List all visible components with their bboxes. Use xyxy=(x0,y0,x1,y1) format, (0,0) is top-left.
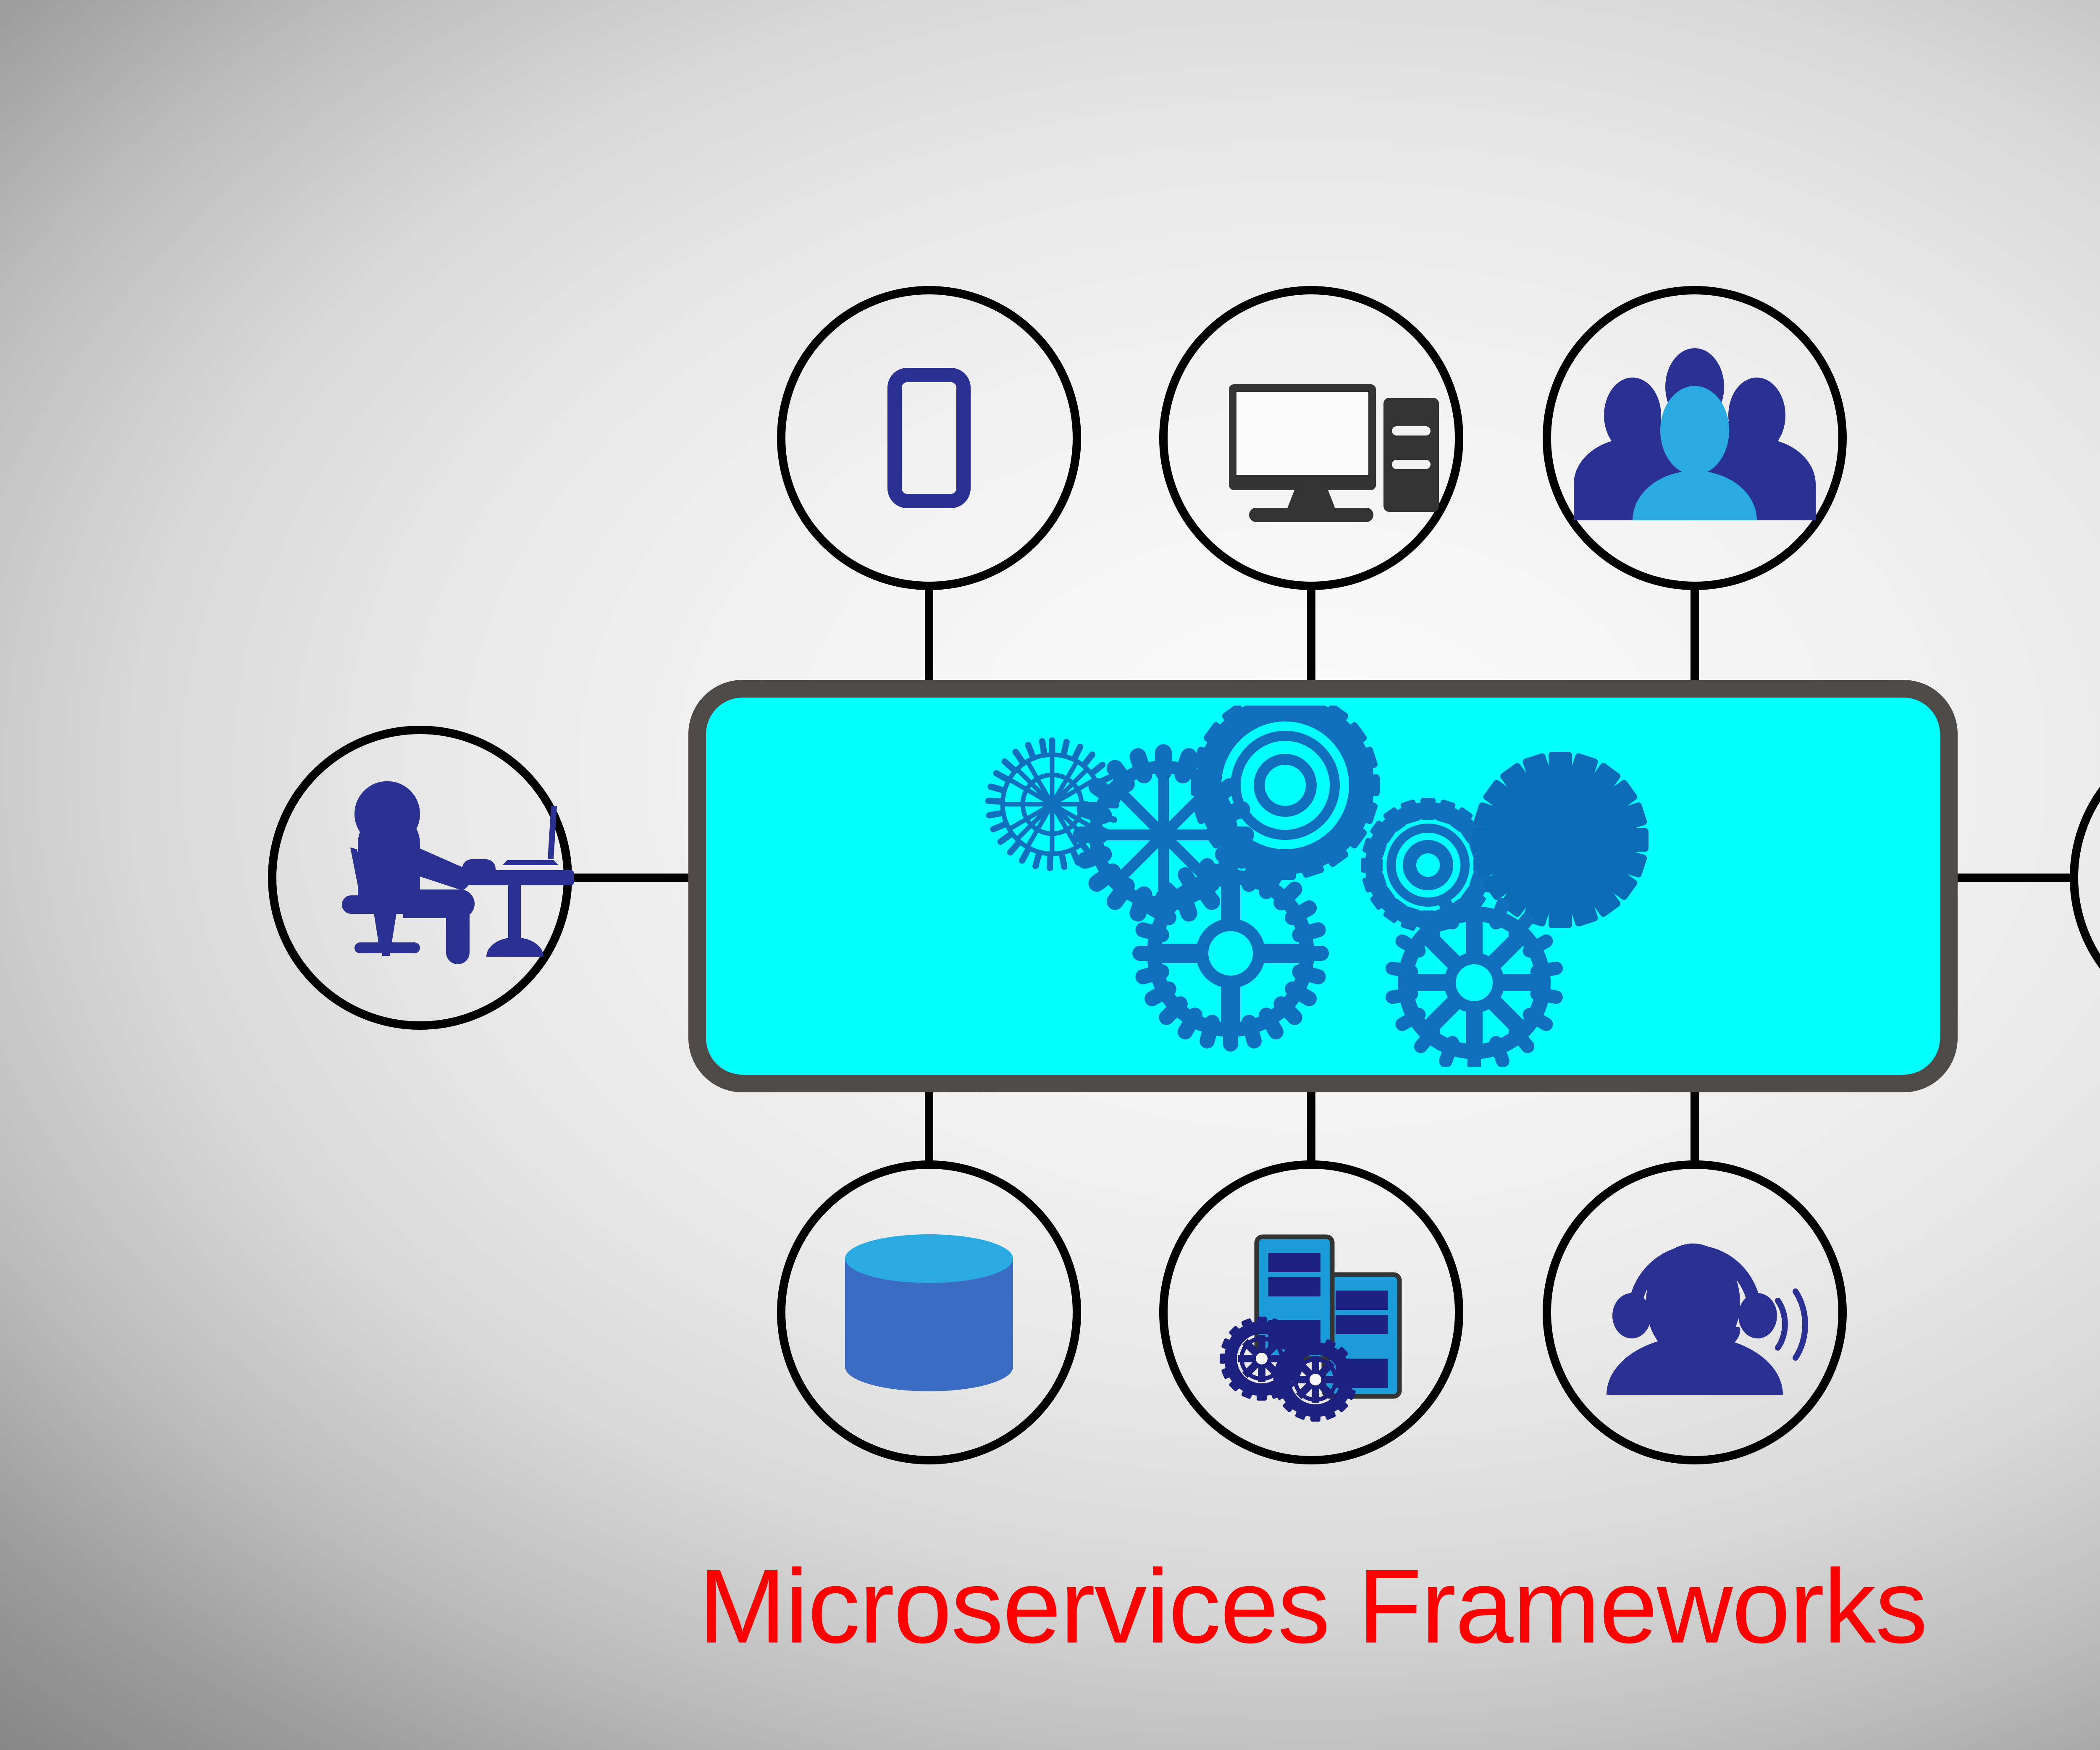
node-user-group[interactable] xyxy=(1543,286,1847,590)
hub-panel-body xyxy=(688,680,1958,1092)
desktop-computer-icon xyxy=(1229,384,1439,522)
node-servers[interactable] xyxy=(1159,1160,1463,1464)
user-group-icon xyxy=(1574,348,1816,520)
node-circle-database[interactable] xyxy=(777,1160,1081,1464)
database-cylinder-icon xyxy=(845,1234,1013,1391)
node-circle-user-group[interactable] xyxy=(1543,286,1847,590)
node-circle-analytics-dashboard[interactable] xyxy=(2070,730,2100,1026)
node-developer-workstation[interactable] xyxy=(268,726,574,1030)
node-circle-servers[interactable] xyxy=(1159,1160,1463,1464)
node-database[interactable] xyxy=(777,1160,1081,1464)
node-circle-desktop-computer[interactable] xyxy=(1159,286,1463,590)
node-circle-support-agent[interactable] xyxy=(1543,1160,1847,1464)
gear-ring-bullseye-icon xyxy=(1191,706,1380,880)
server-rack-gears-icon xyxy=(1220,1234,1402,1422)
node-circle-mobile-device[interactable] xyxy=(777,286,1081,590)
gear-solid-filled-icon xyxy=(1472,752,1648,928)
hub-gear-cluster xyxy=(985,706,1648,1067)
node-mobile-device[interactable] xyxy=(777,286,1081,590)
node-desktop-computer[interactable] xyxy=(1159,286,1463,590)
person-at-desk-icon xyxy=(342,781,574,964)
gear-four-spoke-icon xyxy=(1132,855,1329,1052)
gear-eight-spoke-icon xyxy=(1386,893,1563,1067)
headset-support-icon xyxy=(1606,1244,1808,1395)
node-analytics-dashboard[interactable] xyxy=(2070,730,2100,1026)
central-gears-panel[interactable] xyxy=(688,680,1958,1092)
gear-fine-outline-icon xyxy=(985,737,1119,871)
mobile-phone-icon xyxy=(887,368,971,508)
node-support-agent[interactable] xyxy=(1543,1160,1847,1464)
